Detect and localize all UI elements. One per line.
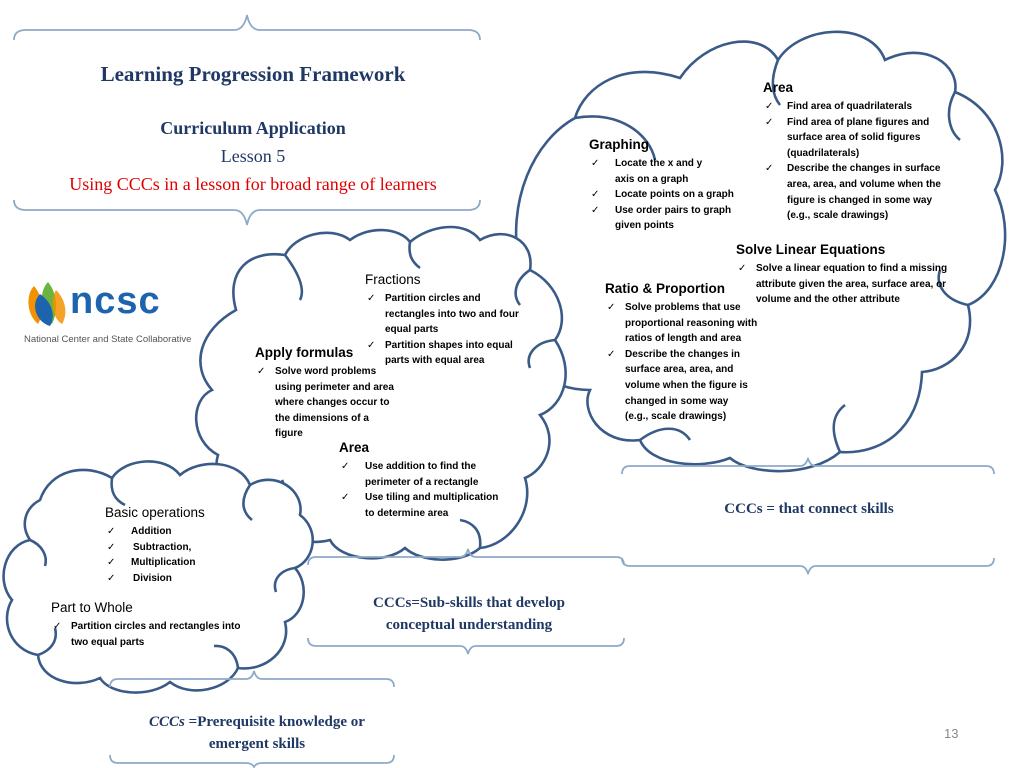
list-item: Locate points on a graph: [589, 187, 734, 203]
list-item: Use order pairs to graph given points: [589, 203, 734, 234]
list-item: Partition circles and rectangles into tw…: [365, 291, 525, 338]
graphing-block: Graphing Locate the x and y axis on a gr…: [589, 137, 734, 234]
lesson-label: Lesson 5: [220, 146, 286, 166]
ncsc-logo-icon: [28, 282, 66, 326]
linear-equations-heading: Solve Linear Equations: [736, 242, 886, 257]
linear-equations-block: Solve Linear Equations Solve a linear eq…: [736, 242, 951, 308]
formulas-heading: Apply formulas: [255, 345, 354, 360]
list-item: Subtraction,: [105, 540, 245, 556]
ncsc-org-name: National Center and State Collaborative: [24, 334, 192, 345]
list-item: Addition: [105, 524, 245, 540]
formulas-block: Apply formulas Solve word problems using…: [255, 345, 397, 442]
caption-prereq: CCCs =Prerequisite knowledge or emergent…: [126, 711, 388, 755]
caption-brackets: [109, 457, 995, 768]
fractions-block: Fractions Partition circles and rectangl…: [365, 272, 525, 369]
caption-connect: CCCs = that connect skills: [724, 501, 894, 517]
page-number: 13: [944, 726, 959, 741]
list-item: Locate the x and y axis on a graph: [589, 156, 734, 187]
page-tagline: Using CCCs in a lesson for broad range o…: [69, 174, 437, 194]
area-top-heading: Area: [763, 80, 794, 95]
caption-subskills: CCCs=Sub-skills that develop conceptual …: [373, 595, 565, 633]
list-item: Solve a linear equation to find a missin…: [736, 261, 951, 308]
ratio-heading: Ratio & Proportion: [605, 281, 725, 296]
list-item: Partition circles and rectangles into tw…: [51, 619, 246, 650]
list-item: Partition shapes into equal parts with e…: [365, 338, 525, 369]
page-title: Learning Progression Framework: [100, 62, 406, 86]
ncsc-wordmark: ncsc: [70, 280, 161, 322]
list-item: Describe the changes in surface area, ar…: [763, 161, 943, 223]
part-whole-heading: Part to Whole: [51, 600, 133, 615]
area-mid-heading: Area: [339, 440, 370, 455]
caption-prereq-rest: =Prerequisite knowledge or emergent skil…: [184, 714, 365, 752]
fractions-heading: Fractions: [365, 272, 421, 287]
ncsc-logo: ncsc National Center and State Collabora…: [22, 280, 212, 350]
part-whole-block: Part to Whole Partition circles and rect…: [51, 600, 246, 650]
list-item: Find area of plane figures and surface a…: [763, 115, 943, 162]
list-item: Use addition to find the perimeter of a …: [339, 459, 499, 490]
list-item: Division: [105, 571, 245, 587]
basic-ops-block: Basic operations Addition Subtraction, M…: [105, 505, 245, 586]
title-bracket: [13, 14, 481, 226]
basic-ops-heading: Basic operations: [105, 505, 205, 520]
ratio-block: Ratio & Proportion Solve problems that u…: [605, 281, 763, 425]
area-mid-block: Area Use addition to find the perimeter …: [339, 440, 499, 521]
list-item: Use tiling and multiplication to determi…: [339, 490, 499, 521]
list-item: Find area of quadrilaterals: [763, 99, 943, 115]
list-item: Solve word problems using perimeter and …: [255, 364, 397, 442]
list-item: Describe the changes in surface area, ar…: [605, 347, 763, 425]
caption-prereq-em: CCCs: [149, 714, 185, 730]
list-item: Solve problems that use proportional rea…: [605, 300, 763, 347]
page-subtitle: Curriculum Application: [160, 118, 346, 138]
graphing-heading: Graphing: [589, 137, 649, 152]
list-item: Multiplication: [105, 555, 245, 571]
area-top-block: Area Find area of quadrilaterals Find ar…: [763, 80, 943, 224]
